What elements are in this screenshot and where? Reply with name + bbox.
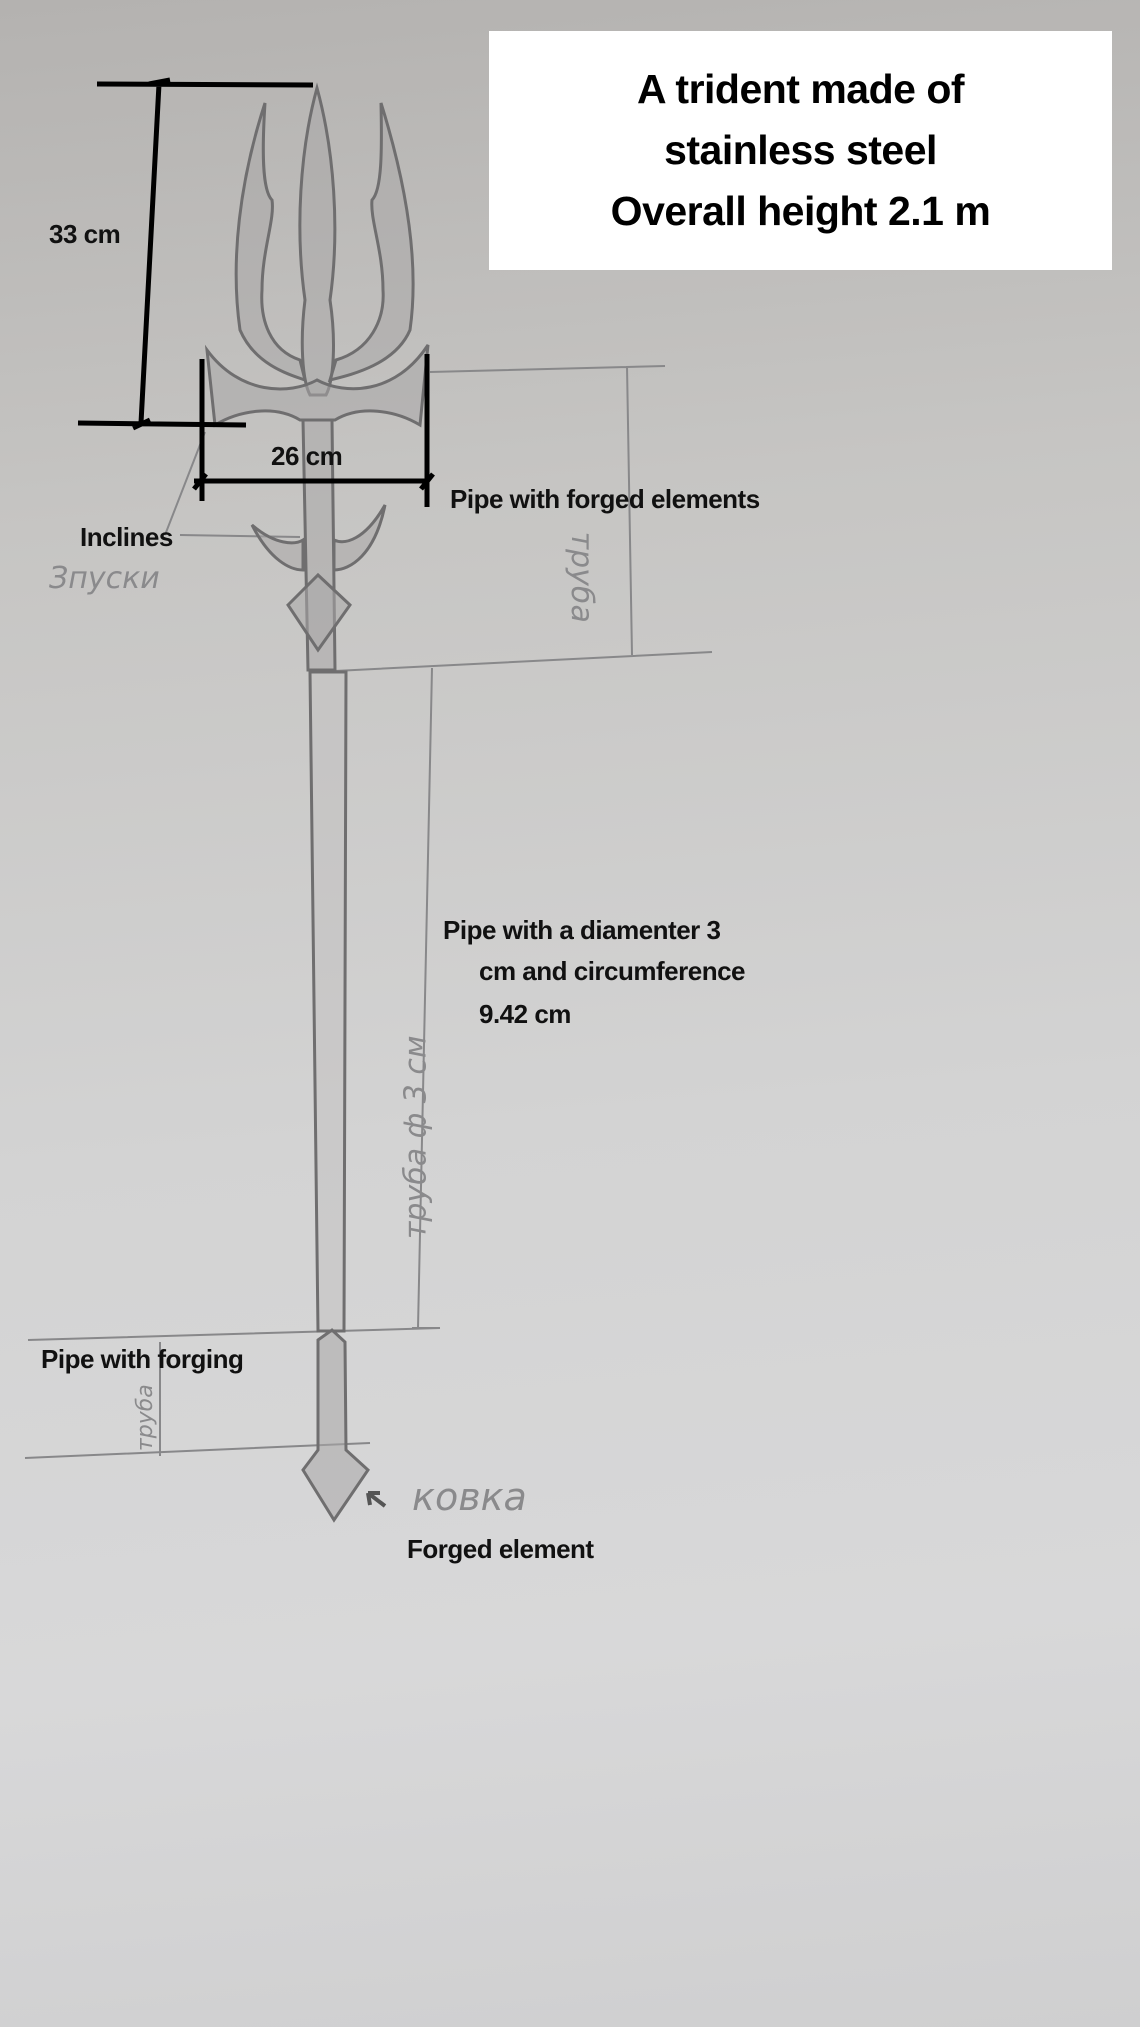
trident-drawing [204, 82, 430, 1523]
pipe-diameter-handwritten: труба ф 3 см [398, 1035, 434, 1240]
title-box: A trident made of stainless steel Overal… [489, 31, 1112, 270]
height-dimension-label: 33 cm [49, 219, 121, 249]
arrow-icon [366, 1491, 387, 1508]
pipe-forged-elements-label: Pipe with forged elements [450, 484, 760, 514]
title-line-1: A trident made of [636, 66, 965, 112]
incline-guide [164, 431, 301, 538]
shaft [308, 670, 348, 1333]
lower-pipe-box [24, 1342, 371, 1459]
pipe-bottom-handwritten: труба [132, 1384, 158, 1452]
inclines-handwritten: Зпуски [49, 561, 160, 596]
pipe-diameter-line-3: 9.42 cm [479, 999, 571, 1029]
inclines-label: Inclines [80, 522, 173, 552]
upper-pipe-box [334, 365, 713, 672]
dimension-lines [77, 77, 435, 507]
pipe-with-forging-label: Pipe with forging [41, 1344, 244, 1374]
shaft-box [27, 667, 441, 1341]
forging-handwritten: ковка [412, 1475, 527, 1519]
pipe-diameter-line-1: Pipe with a diamenter 3 [443, 915, 721, 945]
pipe-diameter-line-2: cm and circumference [479, 956, 746, 986]
forged-element-label: Forged element [407, 1534, 594, 1564]
title-line-2: stainless steel [664, 127, 937, 173]
width-dimension-label: 26 cm [271, 441, 343, 471]
title-line-3: Overall height 2.1 m [610, 188, 991, 234]
pipe-handwritten: труба [563, 531, 599, 623]
